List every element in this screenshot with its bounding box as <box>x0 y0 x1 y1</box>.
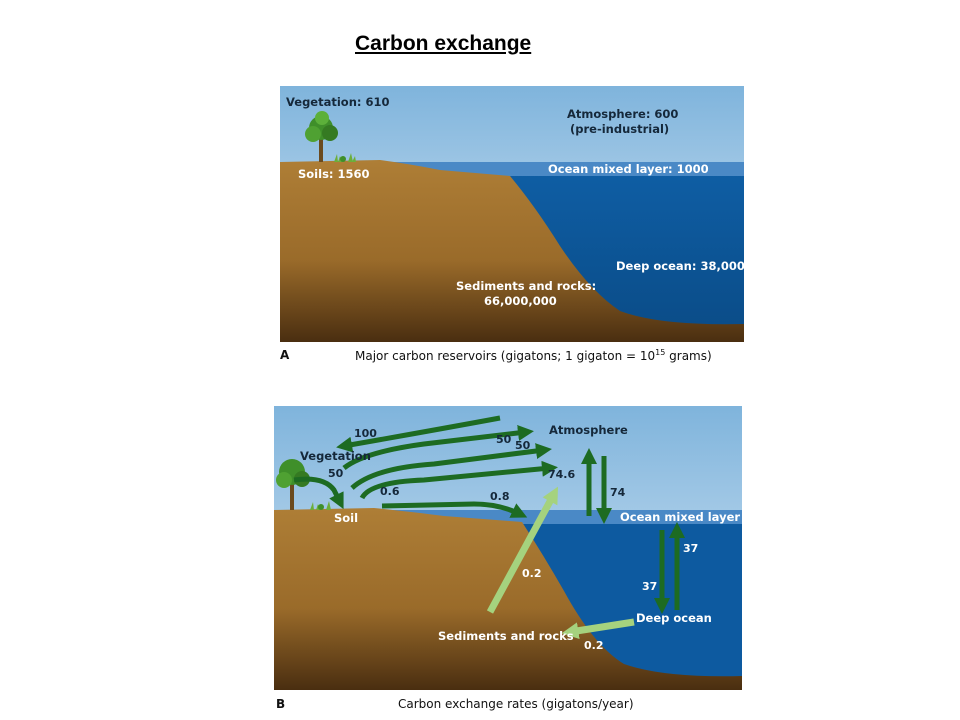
panel-a-letter: A <box>280 348 290 362</box>
flow-deep-to-mixed: 37 <box>683 542 698 555</box>
arrow-deep-to-sediments <box>561 618 635 640</box>
tree-icon <box>305 111 338 162</box>
sediments-value: 66,000,000 <box>484 294 557 308</box>
atmosphere-label: Atmosphere <box>549 423 628 437</box>
panel-b-caption: B Carbon exchange rates (gigatons/year) <box>276 697 756 713</box>
flow-mixed-to-deep: 37 <box>642 580 657 593</box>
panel-b-caption-text: Carbon exchange rates (gigatons/year) <box>398 697 634 711</box>
tree-icon <box>276 459 310 510</box>
panel-a-caption-suffix: grams) <box>665 349 712 363</box>
flow-atm-to-veg: 100 <box>354 427 377 440</box>
deep-ocean-label: Deep ocean <box>636 611 712 625</box>
flow-soil-to-atm: 50 <box>515 439 531 452</box>
ocean-mixed-layer-label: Ocean mixed layer <box>620 510 740 524</box>
soil-label: Soil <box>334 511 358 525</box>
panel-b-diagram: Atmosphere Vegetation Soil Ocean mixed l… <box>274 406 742 690</box>
ocean-mixed-layer <box>380 162 744 176</box>
flow-soil-to-ocean: 0.8 <box>490 490 510 503</box>
grass-icon <box>334 153 356 162</box>
sediments-label: Sediments and rocks <box>438 629 574 643</box>
flow-veg-to-atm: 50 <box>496 433 512 446</box>
vegetation-label: Vegetation: 610 <box>286 95 390 109</box>
flow-soil-to-atm-small: 0.6 <box>380 485 400 498</box>
flow-deep-to-sediments: 0.2 <box>584 639 604 652</box>
flow-veg-to-soil: 50 <box>328 467 344 480</box>
panel-a-caption-sup: 15 <box>655 348 666 357</box>
arrow-soil-to-atm-small <box>359 460 558 500</box>
sediments-label: Sediments and rocks: <box>456 279 596 293</box>
land <box>274 508 742 690</box>
arrow-soil-to-atm <box>350 443 552 490</box>
arrow-veg-to-atm <box>342 424 534 471</box>
arrow-atm-to-veg <box>336 415 501 453</box>
atmosphere-sublabel: (pre-industrial) <box>570 122 669 136</box>
land <box>280 160 744 342</box>
grass-icon <box>310 501 331 510</box>
arrow-sediments-to-atm <box>486 486 559 614</box>
flow-sediments-to-atm: 0.2 <box>522 567 542 580</box>
flow-ocean-to-atm: 74.6 <box>548 468 575 481</box>
panel-b-letter: B <box>276 697 286 711</box>
page-title: Carbon exchange <box>355 32 532 55</box>
arrow-soil-to-ocean <box>381 501 528 518</box>
arrow-veg-to-soil <box>293 476 344 510</box>
soils-label: Soils: 1560 <box>298 167 370 181</box>
panel-a-diagram: Vegetation: 610 Atmosphere: 600 (pre-ind… <box>280 86 744 342</box>
panel-a-caption: A Major carbon reservoirs (gigatons; 1 g… <box>280 348 760 364</box>
panel-a-caption-prefix: Major carbon reservoirs (gigatons; 1 gig… <box>355 349 656 363</box>
atmosphere-label: Atmosphere: 600 <box>567 107 678 121</box>
vegetation-label: Vegetation <box>300 449 371 463</box>
deep-ocean-label: Deep ocean: 38,000 <box>616 259 744 273</box>
flow-atm-to-ocean: 74 <box>610 486 626 499</box>
ocean-mixed-layer-label: Ocean mixed layer: 1000 <box>548 162 709 176</box>
